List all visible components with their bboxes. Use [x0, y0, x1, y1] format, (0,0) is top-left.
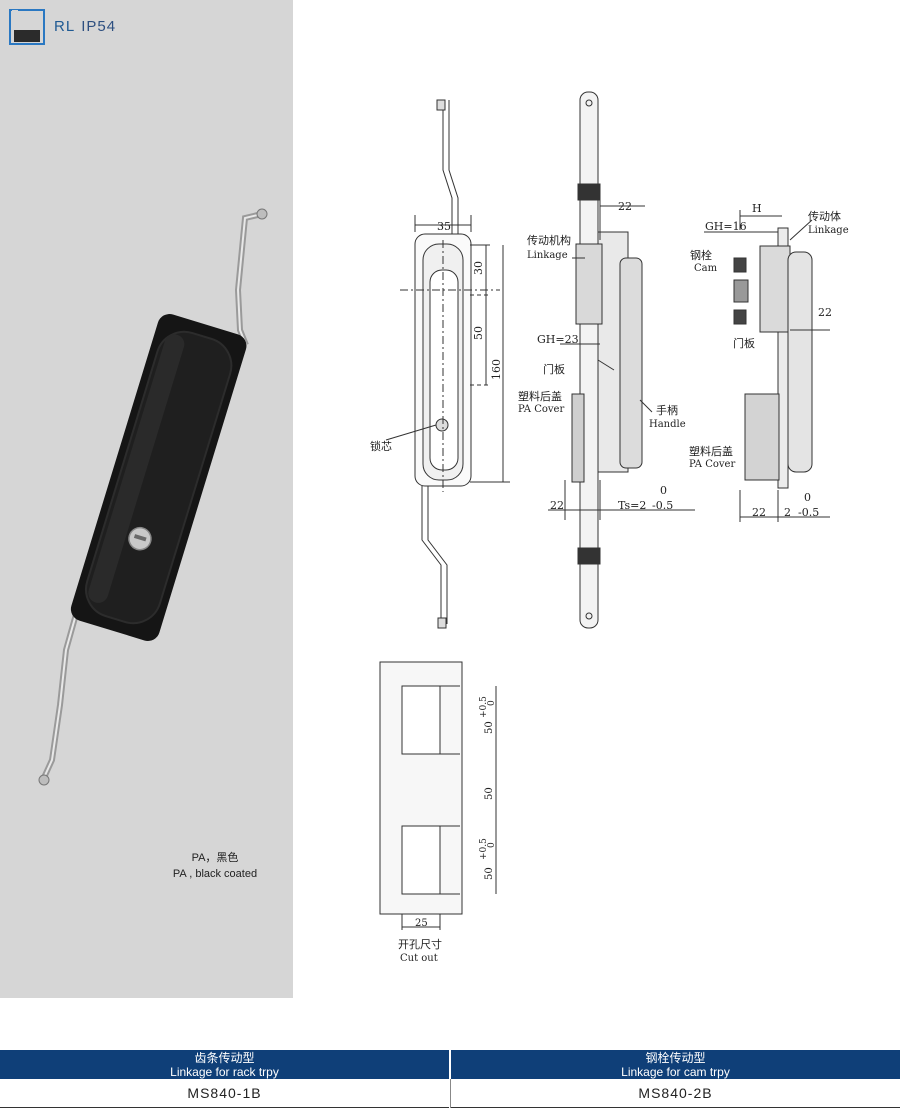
cam-cover-en: PA Cover	[689, 459, 735, 470]
table-divider-lower	[450, 1079, 451, 1108]
cam-cn: 钢栓	[690, 248, 712, 262]
material-en: PA , black coated	[172, 868, 258, 880]
brand-logo-icon	[9, 9, 45, 45]
technical-drawings: 35 30 50 160 锁芯 传动机构 Linkage 22 GH=23 门板…	[370, 91, 849, 964]
column-title-cn: 钢栓传动型	[645, 1051, 706, 1065]
rack-handle-en: Handle	[649, 419, 686, 430]
rack-door-panel: 门板	[543, 362, 565, 376]
cut-d25: 25	[415, 918, 428, 929]
ip-rating-label: IP54	[81, 18, 117, 35]
rack-tol-upper: 0	[660, 484, 667, 497]
lower-rod-pin	[38, 774, 50, 786]
cam-linkage-en: Linkage	[808, 225, 849, 236]
cam-gh: GH=16	[705, 220, 747, 233]
cam-dim-22-bottom: 22	[752, 506, 766, 519]
material-note: PA，黑色 PA , black coated	[150, 850, 280, 882]
rack-tol-lower: -0.5	[652, 499, 673, 512]
cut-d50c: 50	[484, 867, 495, 880]
cam-cover-cn: 塑料后盖	[689, 444, 733, 458]
cam-h: H	[752, 202, 762, 215]
model-number: MS840-2B	[451, 1079, 900, 1108]
front-view	[385, 99, 510, 629]
cam-door-panel: 门板	[733, 336, 755, 350]
rack-gh: GH=23	[537, 333, 579, 346]
cutout-label-cn: 开孔尺寸	[398, 937, 442, 951]
brand-header: RL IP54	[8, 8, 148, 48]
upper-rod-pin	[256, 208, 268, 220]
cut-d50b: 50	[484, 787, 495, 800]
column-title-en: Linkage for rack trpy	[170, 1065, 279, 1079]
cut-tol2b: 0	[487, 842, 497, 848]
rack-linkage-en: Linkage	[527, 250, 568, 261]
cam-en: Cam	[694, 263, 718, 274]
lower-rod-highlight	[41, 599, 81, 783]
dim-35: 35	[437, 220, 451, 233]
cam-tol-lower: -0.5	[798, 506, 819, 519]
cut-tol1b: 0	[487, 700, 497, 706]
cut-d50a: 50	[484, 721, 495, 734]
model-column-cam: 钢栓传动型 Linkage for cam trpy MS840-2B	[451, 1050, 900, 1108]
model-column-rack: 齿条传动型 Linkage for rack trpy MS840-1B	[0, 1050, 449, 1108]
material-cn: PA，黑色	[191, 852, 239, 864]
model-table: 齿条传动型 Linkage for rack trpy MS840-1B 钢栓传…	[0, 1050, 900, 1108]
cut-tol2: +0.5	[479, 838, 489, 860]
cutout-drawing	[379, 661, 497, 930]
cam-ts: 2	[784, 506, 791, 519]
rack-side-view	[548, 91, 695, 629]
rack-handle-cn: 手柄	[656, 403, 678, 417]
rack-linkage-cn: 传动机构	[527, 233, 571, 247]
dim-30: 30	[472, 261, 485, 275]
column-title-cn: 齿条传动型	[194, 1051, 255, 1065]
model-column-header: 钢栓传动型 Linkage for cam trpy	[451, 1050, 900, 1079]
model-column-header: 齿条传动型 Linkage for rack trpy	[0, 1050, 449, 1079]
model-number: MS840-1B	[0, 1079, 449, 1108]
rack-ts: Ts=2	[618, 499, 646, 512]
column-title-en: Linkage for cam trpy	[621, 1065, 730, 1079]
cut-tol1: +0.5	[479, 696, 489, 718]
cam-side-view	[704, 210, 830, 522]
rack-dim-22-top: 22	[618, 200, 632, 213]
handle-body	[70, 314, 247, 641]
product-illustration	[38, 208, 268, 786]
rack-cover-cn: 塑料后盖	[518, 389, 562, 403]
series-label: RL	[54, 18, 76, 35]
rack-cover-en: PA Cover	[518, 404, 564, 415]
cam-linkage-cn: 传动体	[808, 209, 841, 223]
brand-title: RL IP54	[54, 18, 116, 35]
dim-160: 160	[490, 359, 503, 380]
dim-50: 50	[472, 326, 485, 340]
cutout-label-en: Cut out	[400, 953, 438, 964]
cam-dim-22-right: 22	[818, 306, 832, 319]
cam-tol-upper: 0	[804, 491, 811, 504]
upper-rod-highlight	[236, 213, 263, 346]
lock-core-label: 锁芯	[370, 439, 392, 453]
rack-dim-22-bottom: 22	[550, 499, 564, 512]
